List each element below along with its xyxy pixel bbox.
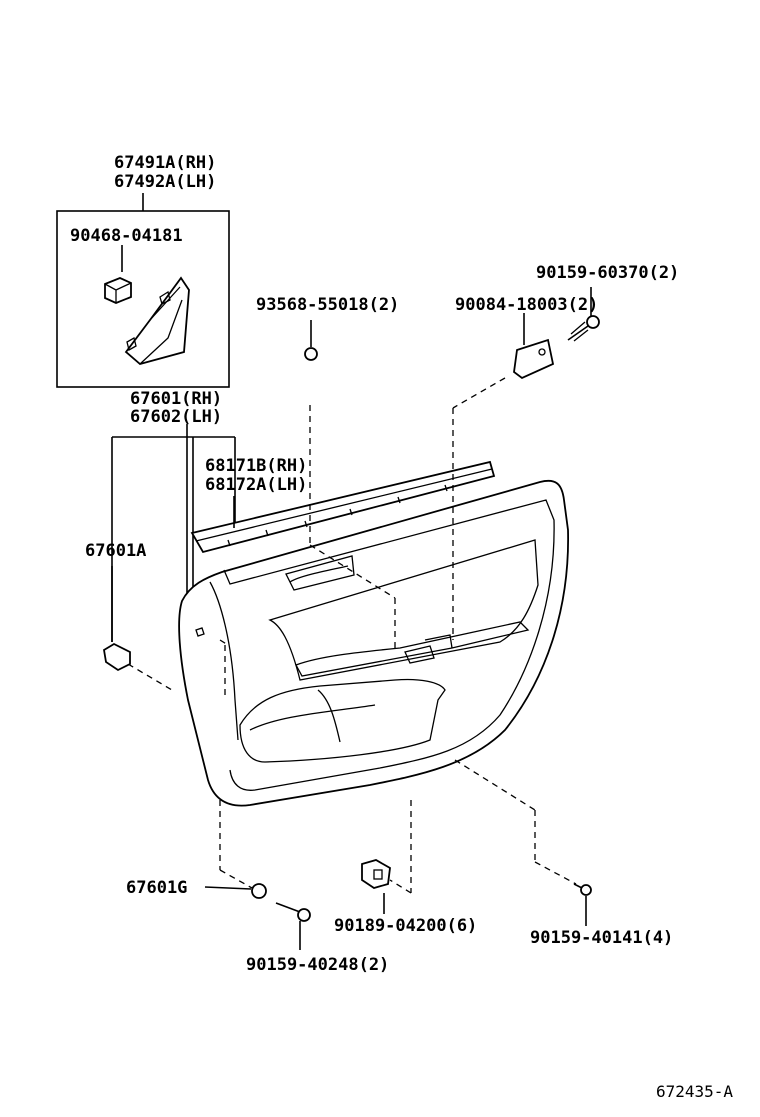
- screw-90159-40141-icon: [573, 883, 592, 926]
- label-93568-55018: 93568-55018(2): [256, 295, 399, 315]
- nut-93568-icon: [304, 320, 318, 361]
- label-67601g: 67601G: [126, 878, 187, 898]
- clip-90189-icon: [361, 859, 391, 914]
- garnish-part-icon: [124, 276, 190, 365]
- clip-part-icon: [104, 277, 132, 304]
- label-67601: 67601(RH): [130, 389, 222, 409]
- door-trim-panel: [178, 479, 569, 807]
- label-67492a: 67492A(LH): [114, 172, 216, 192]
- inset-box-67491a: [56, 193, 230, 388]
- label-68172a: 68172A(LH): [205, 475, 307, 495]
- label-90468-04181: 90468-04181: [70, 226, 183, 246]
- label-90159-40248: 90159-40248(2): [246, 955, 389, 975]
- label-90189-04200: 90189-04200(6): [334, 916, 477, 936]
- weatherstrip-part-icon: [190, 460, 496, 554]
- assembly-lines: [127, 377, 577, 894]
- screw-90159-40248-icon: [275, 902, 311, 950]
- label-90159-60370: 90159-60370(2): [536, 263, 679, 283]
- label-90084-18003: 90084-18003(2): [455, 295, 598, 315]
- grommet-67601g-icon: [204, 883, 267, 899]
- label-67491a: 67491A(RH): [114, 153, 216, 173]
- label-90159-40141: 90159-40141(4): [530, 928, 673, 948]
- label-67601a: 67601A: [85, 541, 146, 561]
- bracket-90084-icon: [513, 313, 555, 380]
- figure-code: 672435-A: [656, 1082, 733, 1101]
- label-68171b: 68171B(RH): [205, 456, 307, 476]
- screw-90159-60370-icon: [567, 287, 600, 342]
- label-67602: 67602(LH): [130, 407, 222, 427]
- clip-67601a-icon: [103, 566, 131, 672]
